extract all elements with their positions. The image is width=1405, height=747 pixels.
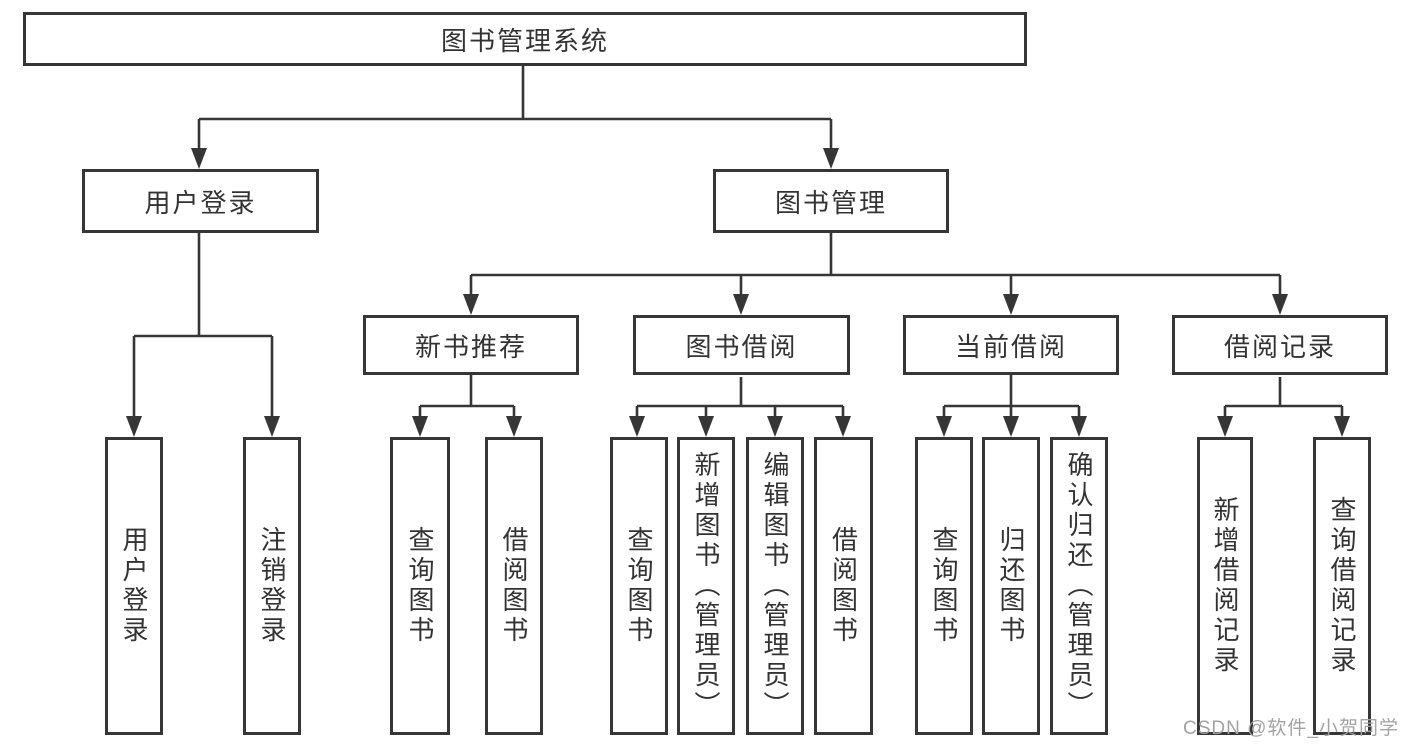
node-label: 图书管理系统 bbox=[440, 25, 609, 56]
leaf-confirm-return-admin: 确认归还（管理员） bbox=[1050, 437, 1108, 735]
leaf-query-borrow-record: 查询借阅记录 bbox=[1313, 437, 1371, 735]
leaf-return-book: 归还图书 bbox=[982, 437, 1040, 735]
node-label: 新书推荐 bbox=[414, 331, 527, 362]
node-label: 借阅图书 bbox=[499, 526, 529, 646]
node-book-management: 图书管理 bbox=[713, 169, 949, 233]
node-label: 编辑图书（管理员） bbox=[760, 451, 790, 721]
node-label: 确认归还（管理员） bbox=[1064, 451, 1094, 721]
leaf-add-book-admin: 新增图书（管理员） bbox=[677, 437, 735, 735]
node-user-login: 用户登录 bbox=[82, 169, 319, 233]
leaf-user-login: 用户登录 bbox=[105, 437, 163, 735]
leaf-logout: 注销登录 bbox=[243, 437, 301, 735]
leaf-query-books-current: 查询图书 bbox=[915, 437, 973, 735]
node-label: 图书借阅 bbox=[685, 331, 798, 362]
leaf-query-books-recommend: 查询图书 bbox=[390, 437, 450, 735]
node-label: 用户登录 bbox=[144, 187, 257, 218]
node-label: 用户登录 bbox=[119, 526, 149, 646]
node-label: 图书管理 bbox=[774, 187, 887, 218]
node-label: 新增借阅记录 bbox=[1210, 496, 1240, 676]
leaf-add-borrow-record: 新增借阅记录 bbox=[1197, 437, 1253, 735]
node-new-book-recommend: 新书推荐 bbox=[363, 315, 579, 375]
watermark: CSDN @软件_小贺同学 bbox=[1183, 718, 1399, 739]
node-label: 归还图书 bbox=[996, 526, 1026, 646]
node-label: 查询图书 bbox=[929, 526, 959, 646]
leaf-borrow-books-recommend: 借阅图书 bbox=[485, 437, 543, 735]
node-root-system: 图书管理系统 bbox=[23, 12, 1027, 66]
leaf-edit-book-admin: 编辑图书（管理员） bbox=[746, 437, 804, 735]
node-book-borrow: 图书借阅 bbox=[633, 315, 850, 375]
node-label: 查询图书 bbox=[624, 526, 654, 646]
leaf-borrow-books-2: 借阅图书 bbox=[814, 437, 873, 735]
node-label: 查询借阅记录 bbox=[1327, 496, 1357, 676]
node-label: 借阅记录 bbox=[1223, 331, 1336, 362]
node-label: 当前借阅 bbox=[954, 331, 1067, 362]
leaf-query-books-borrow: 查询图书 bbox=[610, 437, 668, 735]
node-label: 借阅图书 bbox=[828, 526, 859, 646]
node-label: 新增图书（管理员） bbox=[691, 451, 721, 721]
node-current-borrow: 当前借阅 bbox=[903, 315, 1119, 375]
node-label: 查询图书 bbox=[405, 526, 435, 646]
node-borrow-records: 借阅记录 bbox=[1172, 315, 1388, 375]
node-label: 注销登录 bbox=[257, 526, 287, 646]
